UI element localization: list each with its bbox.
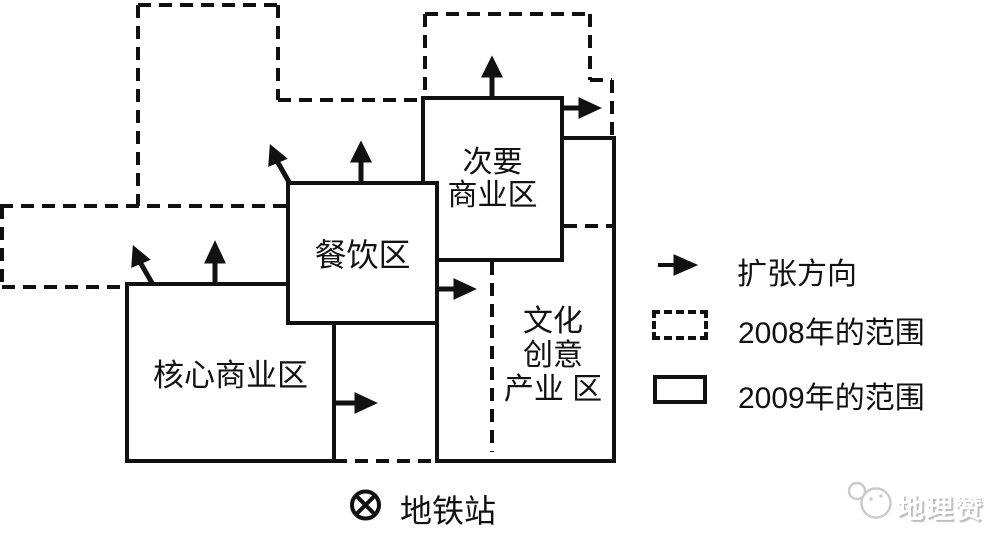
circled-x-icon bbox=[350, 489, 381, 521]
zone-cultural-creative-label: 文化 创意 产业 区 bbox=[503, 305, 603, 406]
legend-2008-label: 2008年的范围 bbox=[738, 317, 925, 350]
expansion-arrow-secondary-right bbox=[564, 97, 602, 119]
right-arrow-icon bbox=[658, 254, 699, 276]
mascot-logo-icon bbox=[847, 481, 892, 519]
watermark-text: 地理赞 bbox=[897, 494, 984, 524]
expansion-arrow-core-right bbox=[336, 392, 378, 414]
zone-secondary-business-label: 次要 商业区 bbox=[447, 146, 538, 212]
zone-core-business-box: 核心商业区 bbox=[125, 282, 336, 463]
zone-secondary-business-box: 次要 商业区 bbox=[421, 96, 564, 262]
zone-dining-label: 餐饮区 bbox=[314, 237, 411, 273]
expansion-arrow-dining-upleft bbox=[268, 144, 292, 184]
expansion-arrow-core-up bbox=[204, 240, 226, 283]
legend-expansion-label: 扩张方向 bbox=[737, 258, 857, 291]
expansion-arrow-dining-up bbox=[349, 140, 373, 182]
zone-core-business-label: 核心商业区 bbox=[153, 358, 308, 393]
zone-dining-box: 餐饮区 bbox=[286, 181, 439, 325]
metro-station-label: 地铁站 bbox=[400, 493, 497, 529]
expansion-arrow-secondary-up bbox=[480, 55, 504, 97]
expansion-arrow-core-upleft bbox=[131, 245, 155, 285]
dashed-rectangle-icon bbox=[652, 310, 708, 340]
legend-2009-label: 2009年的范围 bbox=[738, 382, 925, 415]
solid-rectangle-icon bbox=[653, 375, 707, 404]
